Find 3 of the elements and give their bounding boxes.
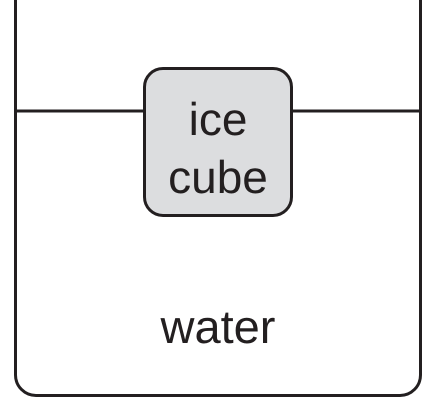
ice-cube — [143, 67, 293, 217]
water-label: water — [160, 300, 276, 354]
ice-cube-label: ice cube — [167, 92, 269, 205]
